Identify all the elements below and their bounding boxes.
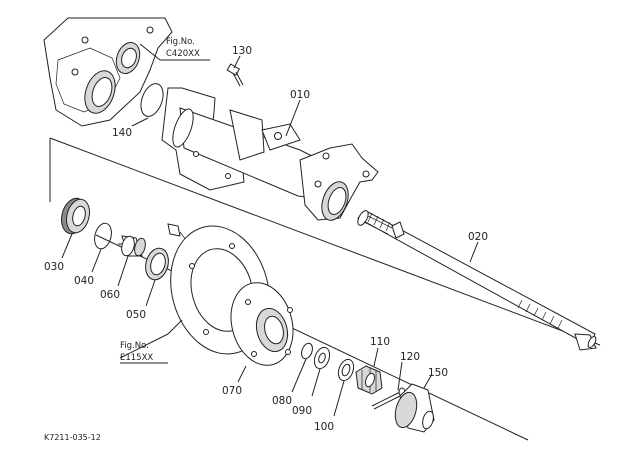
label-090[interactable]: 090 xyxy=(292,405,312,417)
reference-c420[interactable]: Fig.No. C420XX xyxy=(166,37,200,59)
guide-lines xyxy=(49,137,601,441)
oil-seal-050 xyxy=(145,247,169,281)
hub-cap-150 xyxy=(394,383,435,433)
axle-housing-010 xyxy=(161,87,379,221)
hub-070 xyxy=(170,225,294,366)
label-050[interactable]: 050 xyxy=(126,309,146,321)
label-030[interactable]: 030 xyxy=(44,261,64,273)
label-060[interactable]: 060 xyxy=(100,289,120,301)
castle-nut-110 xyxy=(355,365,383,395)
drawing-code: K7211-035-12 xyxy=(44,433,101,442)
snap-ring-040 xyxy=(94,222,112,250)
leader-lines xyxy=(61,43,479,417)
label-100[interactable]: 100 xyxy=(314,421,334,433)
label-070[interactable]: 070 xyxy=(222,385,242,397)
label-020[interactable]: 020 xyxy=(468,231,488,243)
label-120[interactable]: 120 xyxy=(400,351,420,363)
reference-c420-line2: C420XX xyxy=(166,49,200,59)
washer-090 xyxy=(313,346,331,370)
transmission-case xyxy=(43,17,173,127)
lock-washer-100 xyxy=(337,358,355,382)
label-110[interactable]: 110 xyxy=(370,336,390,348)
hub-stud xyxy=(167,223,187,241)
reference-c420-line1: Fig.No. xyxy=(166,37,195,47)
collar-060 xyxy=(121,235,146,257)
label-040[interactable]: 040 xyxy=(74,275,94,287)
label-080[interactable]: 080 xyxy=(272,395,292,407)
part-labels: 130 010 140 020 030 040 060 050 070 080 … xyxy=(44,45,488,433)
reference-e115-line1: Fig.No. xyxy=(120,341,149,351)
reference-e115[interactable]: Fig.No. E115XX xyxy=(120,341,168,364)
o-ring-080 xyxy=(301,342,313,360)
bolt-130 xyxy=(226,63,244,87)
reference-e115-line2: E115XX xyxy=(120,353,153,363)
o-ring-140 xyxy=(140,83,164,117)
label-010[interactable]: 010 xyxy=(290,89,310,101)
axle-shaft-020 xyxy=(356,210,597,351)
bearing-030 xyxy=(61,197,91,235)
label-140[interactable]: 140 xyxy=(112,127,132,139)
label-150[interactable]: 150 xyxy=(428,367,448,379)
label-130[interactable]: 130 xyxy=(232,45,252,57)
